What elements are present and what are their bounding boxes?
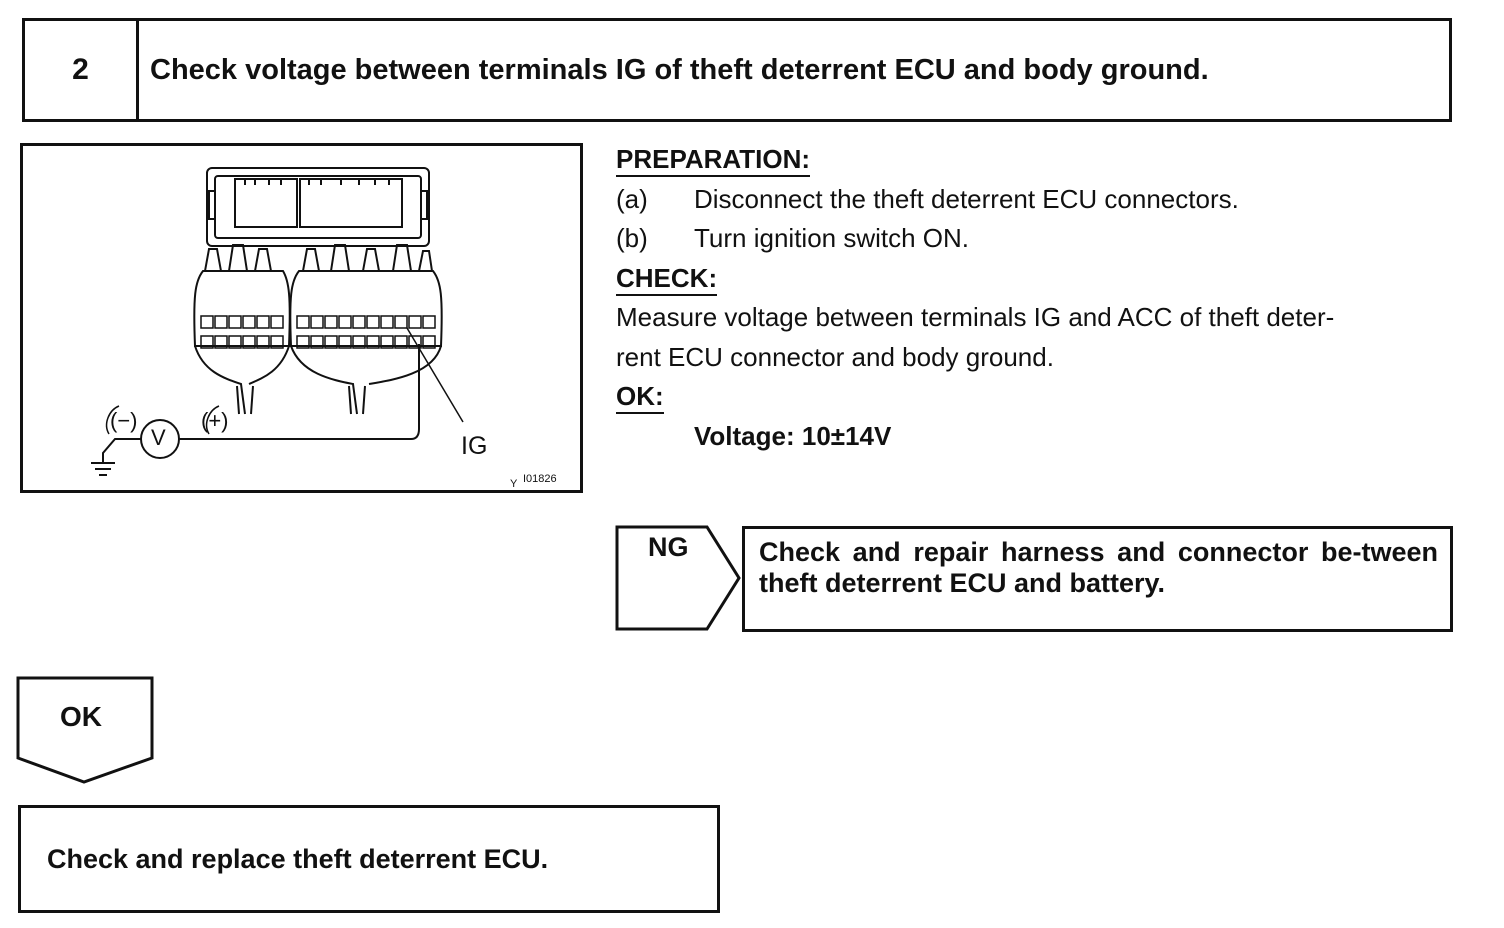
ok-action-box: Check and replace theft deterrent ECU. [18, 805, 720, 913]
plus-probe-label: (+) [201, 408, 229, 433]
step-header: 2 Check voltage between terminals IG of … [22, 18, 1452, 122]
check-text-line-1: Measure voltage between terminals IG and… [616, 302, 1335, 332]
ig-terminal-label: IG [461, 432, 488, 460]
ok-label: OK [60, 701, 102, 732]
minus-probe-label: (−) [110, 408, 138, 433]
voltmeter-label: V [151, 425, 166, 450]
step-text: Turn ignition switch ON. [694, 223, 970, 253]
ok-heading: OK: [616, 380, 664, 414]
preparation-heading: PREPARATION: [616, 143, 811, 177]
check-heading: CHECK: [616, 262, 718, 296]
preparation-step-a: (a) Disconnect the theft deterrent ECU c… [616, 180, 1456, 220]
step-text: Disconnect the theft deterrent ECU conne… [694, 183, 1239, 214]
ng-arrow-tag [615, 525, 741, 631]
figure-id-prefix: Y [510, 478, 518, 490]
probe-wire-positive [179, 344, 420, 440]
ground-icon [91, 462, 115, 476]
ig-leader-line [406, 327, 464, 423]
connector-diagram [91, 167, 464, 476]
step-letter: (a) [616, 183, 648, 214]
harness-connector-right [289, 270, 443, 347]
ecu-connector-housing [206, 167, 430, 247]
step-number: 2 [25, 21, 139, 119]
figure-id: I01826 [523, 473, 557, 485]
check-text-line-2: rent ECU connector and body ground. [616, 341, 1054, 372]
harness-connector-left [193, 270, 291, 347]
step-letter: (b) [616, 223, 648, 253]
instructions: PREPARATION: (a) Disconnect the theft de… [616, 140, 1456, 456]
ng-action-box: Check and repair harness and connector b… [742, 526, 1453, 632]
wiring-figure: (−) V (+) IG Y I01826 [20, 143, 583, 493]
preparation-step-b: (b) Turn ignition switch ON. [616, 219, 1456, 259]
step-title: Check voltage between terminals IG of th… [150, 53, 1209, 86]
probe-wire-negative [102, 438, 141, 463]
voltage-spec: Voltage: 10±14V [694, 420, 892, 451]
ng-label: NG [648, 532, 689, 562]
ok-arrow-tag [16, 676, 154, 784]
